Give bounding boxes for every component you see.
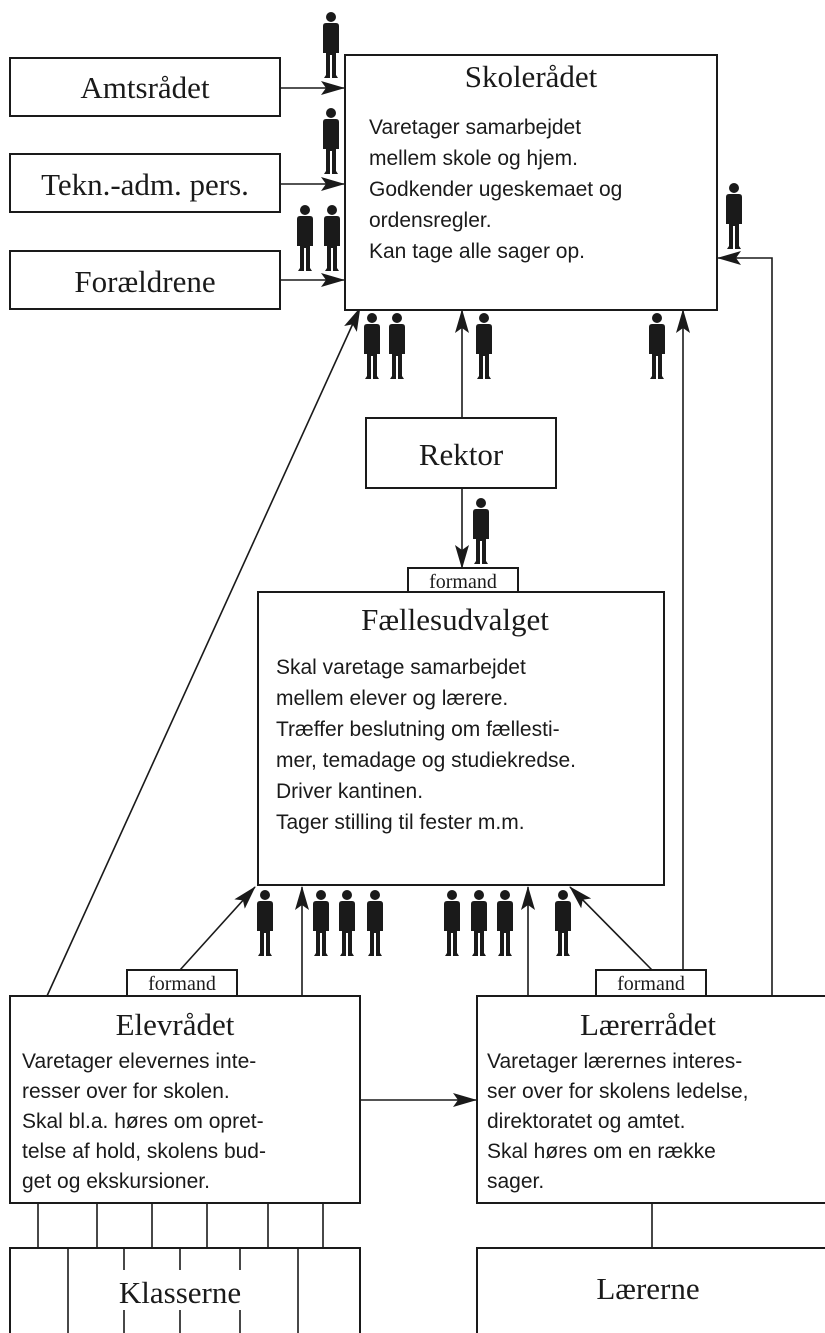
laereraadet-line: Varetager lærernes interes- [487, 1050, 742, 1073]
person-icon [555, 890, 571, 956]
amtsraadet-label: Amtsrådet [80, 70, 210, 105]
klasserne-box: Klasserne [9, 1247, 361, 1333]
person-icon [324, 205, 340, 271]
person-icon [323, 108, 339, 174]
person-icon [313, 890, 329, 956]
tekn-adm-box: Tekn.-adm. pers. [9, 153, 281, 213]
faellesudvalget-line: Driver kantinen. [276, 780, 423, 803]
foraeldrene-label: Forældrene [74, 264, 215, 299]
person-icon [473, 498, 489, 564]
laereraadet-title: Lærerrådet [580, 1007, 716, 1042]
laereraadet-line: Skal høres om en række [487, 1140, 716, 1163]
arrow-laereraadet-side-to-skoleraadet [717, 251, 773, 996]
skoleraadet-line: ordensregler. [369, 209, 492, 232]
faellesudvalget-line: mer, temadage og studiekredse. [276, 749, 576, 772]
faellesudvalget-title: Fællesudvalget [361, 602, 549, 637]
elevraadet-line: resser over for skolen. [22, 1080, 230, 1103]
faellesudvalget-line: Tager stilling til fester m.m. [276, 811, 525, 834]
arrow-laereraadet-formand-to-faellesudvalget [569, 886, 653, 971]
elevraadet-line: Skal bl.a. høres om opret- [22, 1110, 264, 1133]
person-figures [257, 12, 742, 956]
person-icon [649, 313, 665, 379]
tekn-adm-label: Tekn.-adm. pers. [41, 167, 249, 202]
person-icon [297, 205, 313, 271]
elevraadet-line: telse af hold, skolens bud- [22, 1140, 266, 1163]
rektor-box: Rektor [365, 417, 557, 489]
skoleraadet-box: Skolerådet Varetager samarbejdet mellem … [344, 54, 718, 311]
laereraadet-formand-tab: formand [617, 973, 685, 995]
person-icon [339, 890, 355, 956]
faellesudvalget-line: Skal varetage samarbejdet [276, 656, 526, 679]
connectors [37, 81, 773, 1248]
klasserne-title: Klasserne [119, 1275, 241, 1310]
skoleraadet-line: Varetager samarbejdet [369, 116, 581, 139]
laereraadet-line: sager. [487, 1170, 544, 1193]
amtsraadet-box: Amtsrådet [9, 57, 281, 117]
person-icon [471, 890, 487, 956]
elevraadet-line: Varetager elevernes inte- [22, 1050, 256, 1073]
person-icon [257, 890, 273, 956]
laererne-title: Lærerne [596, 1271, 699, 1306]
skoleraadet-line: Godkender ugeskemaet og [369, 178, 622, 201]
laererne-box: Lærerne [476, 1247, 825, 1333]
skoleraadet-line: mellem skole og hjem. [369, 147, 578, 170]
foraeldrene-box: Forældrene [9, 250, 281, 310]
faellesudvalget-line: mellem elever og lærere. [276, 687, 508, 710]
rektor-title: Rektor [419, 437, 504, 472]
person-icon [367, 890, 383, 956]
person-icon [444, 890, 460, 956]
elevraadet-box: formand Elevrådet Varetager elevernes in… [9, 969, 361, 1204]
faellesudvalget-line: Træffer beslutning om fællesti- [276, 718, 560, 741]
elevraadet-title: Elevrådet [116, 1007, 235, 1042]
person-icon [726, 183, 742, 249]
arrow-elevraadet-to-skoleraadet [46, 307, 361, 997]
elevraadet-line: get og ekskursioner. [22, 1170, 210, 1193]
skoleraadet-title: Skolerådet [465, 59, 598, 94]
laereraadet-line: direktoratet og amtet. [487, 1110, 685, 1133]
faellesudvalget-formand-tab: formand [429, 571, 497, 593]
faellesudvalget-box: formand Fællesudvalget Skal varetage sam… [257, 567, 665, 886]
person-icon [364, 313, 380, 379]
person-icon [389, 313, 405, 379]
person-icon [497, 890, 513, 956]
person-icon [323, 12, 339, 78]
elevraadet-formand-tab: formand [148, 973, 216, 995]
skoleraadet-line: Kan tage alle sager op. [369, 240, 585, 263]
arrow-elevraadet-formand-to-faellesudvalget [179, 886, 256, 971]
laereraadet-line: ser over for skolens ledelse, [487, 1080, 748, 1103]
person-icon [476, 313, 492, 379]
laereraadet-box: formand Lærerrådet Varetager lærernes in… [476, 969, 825, 1204]
